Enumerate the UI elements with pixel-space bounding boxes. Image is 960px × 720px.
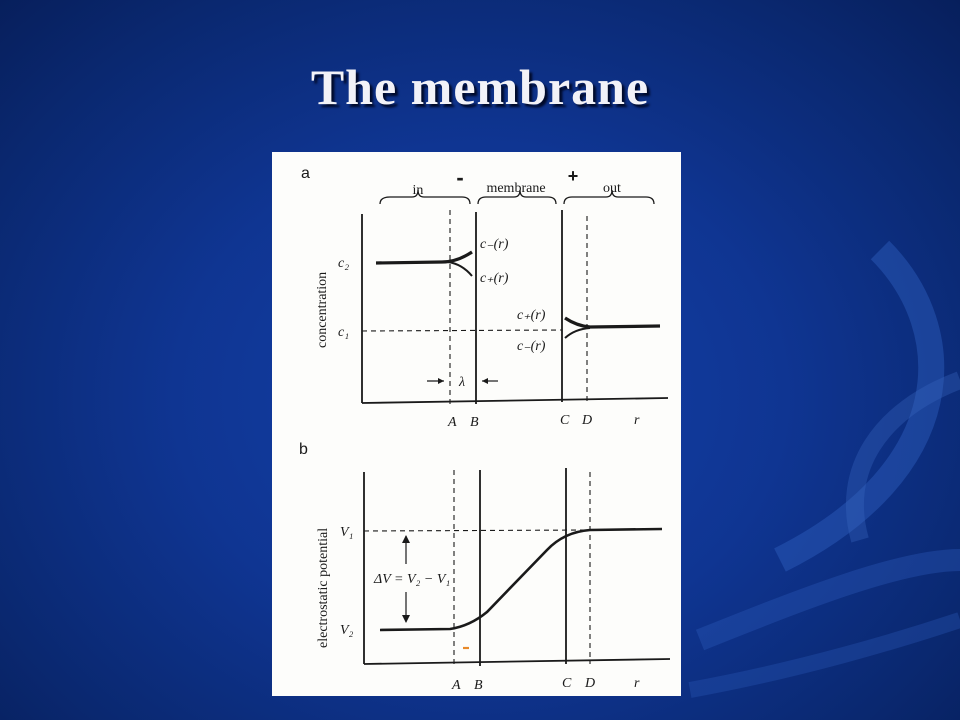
membrane-figure: a in membrane out - + c₂ c₁ concentratio…: [272, 152, 681, 696]
slide-title: The membrane: [310, 59, 650, 115]
right-c-minus-branch: [564, 327, 591, 339]
curve-label-left-minus: c₋(r): [480, 237, 509, 252]
delta-v-arrowhead-up: [402, 535, 410, 543]
lambda-arrowhead-left: [438, 378, 444, 384]
brace-out: [563, 189, 655, 205]
c1-label: c₁: [338, 325, 349, 340]
lambda-arrowhead-right: [482, 378, 488, 384]
panel-a-x-label-d: D: [581, 413, 592, 428]
v2-label: V₂: [340, 623, 354, 638]
membrane-diagram: a in membrane out - + c₂ c₁ concentratio…: [299, 165, 671, 693]
panel-a-x-label-b: B: [470, 415, 479, 430]
concentration-axis-label: concentration: [315, 272, 330, 348]
panel-b-label: b: [299, 441, 308, 458]
panel-b-x-label-r: r: [634, 676, 640, 691]
panel-b-x-label-b: B: [474, 678, 483, 693]
plus-sign: +: [568, 166, 579, 186]
right-concentration-curve: [564, 316, 661, 329]
delta-v-arrowhead-down: [402, 615, 410, 623]
brace-membrane: [477, 189, 557, 205]
lambda-label: λ: [458, 375, 465, 390]
region-out-label: out: [603, 181, 621, 196]
brace-in: [379, 189, 471, 205]
left-c-plus-branch: [447, 261, 473, 277]
c1-level-dashed: [361, 329, 563, 332]
panel-a-x-label-a: A: [447, 415, 457, 430]
panel-a-label: a: [301, 165, 310, 182]
v1-level-dashed: [363, 529, 591, 532]
region-membrane-label: membrane: [486, 181, 545, 196]
curve-label-right-plus: c₊(r): [517, 308, 546, 323]
panel-a-x-axis: [361, 397, 669, 404]
region-in-label: in: [413, 183, 424, 198]
curve-label-right-minus: c₋(r): [517, 339, 546, 354]
panel-b-x-label-a: A: [451, 678, 461, 693]
panel-a-x-label-c: C: [560, 413, 570, 428]
potential-axis-label: electrostatic potential: [316, 528, 331, 648]
panel-a-x-label-r: r: [634, 413, 640, 428]
curve-label-left-plus: c₊(r): [480, 271, 509, 286]
minus-sign: -: [456, 165, 463, 190]
v1-label: V₁: [340, 525, 353, 540]
panel-b-x-axis: [363, 658, 671, 665]
delta-v-label: ΔV = V₂ − V₁: [373, 572, 450, 587]
c2-label: c₂: [338, 256, 349, 271]
panel-b-x-label-c: C: [562, 676, 572, 691]
potential-curve: [379, 527, 663, 632]
panel-b-x-label-d: D: [584, 676, 595, 691]
left-concentration-curve: [375, 250, 473, 265]
